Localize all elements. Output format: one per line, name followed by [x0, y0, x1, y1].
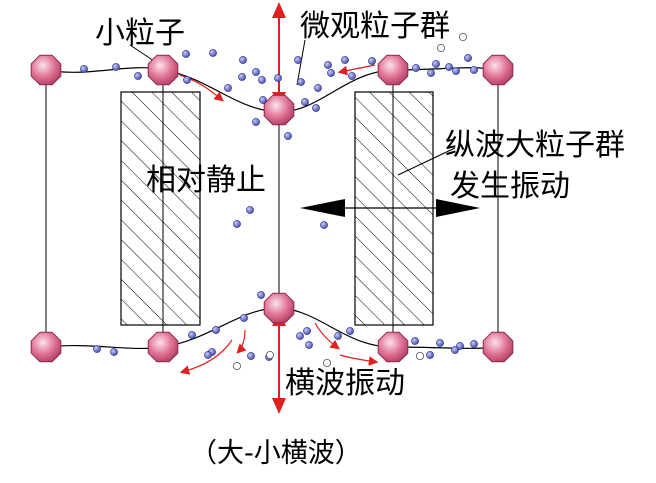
label-relative-rest: 相对静止: [146, 163, 266, 198]
small-particles: [80, 33, 478, 370]
small-particle: [259, 96, 267, 104]
small-particle: [284, 132, 292, 140]
small-particle: [305, 341, 313, 349]
small-particle: [258, 76, 266, 84]
small-particle: [233, 220, 241, 228]
small-particle: [464, 54, 472, 62]
hollow-particle: [322, 358, 331, 367]
small-particle: [240, 314, 248, 322]
hollow-particle: [232, 361, 241, 370]
small-particle: [303, 327, 311, 335]
big-particle: [147, 331, 179, 363]
small-particle: [134, 72, 142, 80]
small-particle: [257, 291, 265, 299]
small-particle: [334, 332, 342, 340]
big-particle: [263, 94, 295, 126]
small-particle: [209, 49, 217, 57]
small-particle: [204, 351, 212, 359]
label-micro-group: 微观粒子群: [300, 9, 450, 44]
small-particle: [411, 337, 419, 345]
small-particle: [452, 67, 460, 75]
big-particle: [377, 331, 409, 363]
small-particle: [348, 72, 356, 80]
small-particle: [247, 352, 255, 360]
small-particle: [246, 206, 254, 214]
small-particle: [436, 339, 444, 347]
small-particle: [341, 56, 349, 64]
small-particle: [294, 56, 302, 64]
big-particle: [482, 54, 514, 86]
label-transverse-vibration: 横波振动: [285, 366, 405, 401]
small-particle: [427, 69, 435, 77]
small-particle: [188, 331, 196, 339]
small-particle: [301, 98, 309, 106]
hollow-particle: [436, 44, 445, 53]
small-particle: [451, 346, 459, 354]
small-particle: [312, 104, 320, 112]
big-particle: [263, 292, 295, 324]
small-particle: [252, 68, 260, 76]
small-particle: [314, 84, 322, 92]
small-particle: [346, 327, 354, 335]
small-particle: [93, 345, 101, 353]
small-particle: [297, 78, 305, 86]
hollow-particle: [415, 351, 424, 360]
small-particle: [212, 326, 220, 334]
label-longitudinal-group: 纵波大粒子群: [445, 128, 625, 163]
caption: （大-小横波）: [190, 438, 362, 469]
big-particle: [147, 54, 179, 86]
small-particle: [238, 73, 246, 81]
small-particle: [274, 74, 282, 82]
small-particle: [224, 84, 232, 92]
small-particle: [182, 50, 190, 58]
small-particle: [112, 63, 120, 71]
small-particle: [368, 57, 376, 65]
big-particle: [30, 331, 62, 363]
label-small-particle: 小粒子: [95, 16, 185, 51]
small-particle: [412, 64, 420, 72]
small-particle: [445, 63, 453, 71]
small-particle: [320, 221, 328, 229]
hollow-particle: [458, 33, 467, 42]
small-particle: [426, 351, 434, 359]
left-block: [120, 91, 201, 326]
small-particle: [470, 340, 478, 348]
big-particles: [30, 54, 514, 363]
small-particle: [239, 56, 247, 64]
horizontal-arrow: [300, 199, 480, 217]
small-particle: [80, 65, 88, 73]
big-particle: [30, 54, 62, 86]
hollow-particle: [265, 350, 274, 359]
small-particle: [432, 60, 440, 68]
small-particle: [327, 69, 335, 77]
small-particle: [470, 66, 478, 74]
big-particle: [377, 54, 409, 86]
small-particle: [296, 332, 304, 340]
small-red-arrows: [179, 64, 379, 375]
small-particle: [324, 61, 332, 69]
big-particle: [482, 331, 514, 363]
small-particle: [110, 348, 118, 356]
small-particle: [183, 76, 191, 84]
label-vibration: 发生振动: [450, 169, 570, 204]
small-particle: [252, 118, 260, 126]
